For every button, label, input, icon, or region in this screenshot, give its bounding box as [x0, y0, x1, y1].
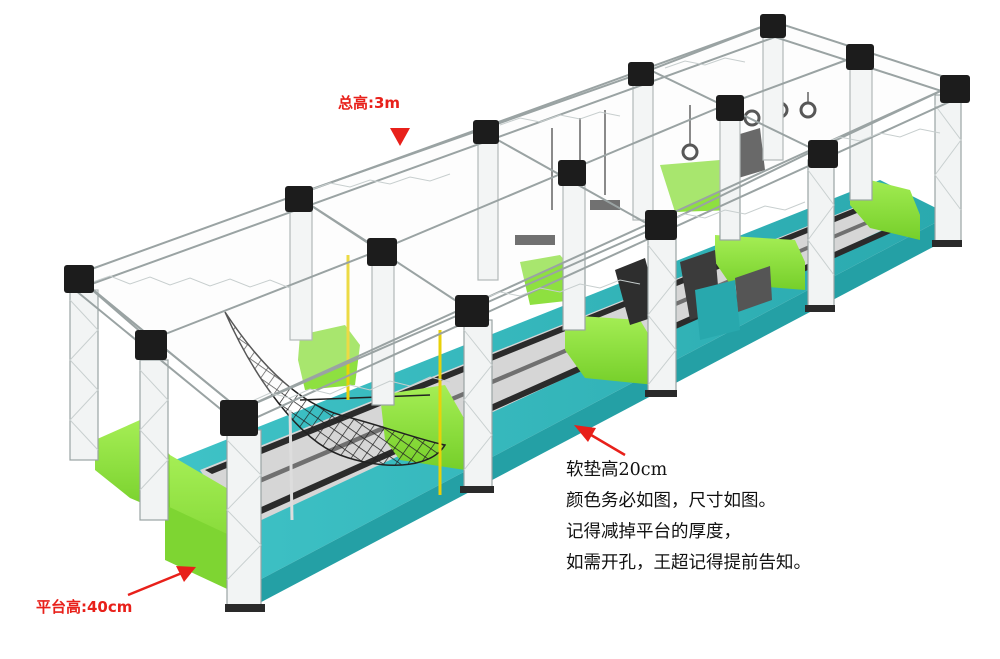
truss-lattice [89, 57, 941, 403]
platform-height-label: 平台高:40cm [36, 598, 133, 616]
note-line-color-size: 颜色务必如图，尺寸如图。 [566, 491, 776, 511]
pillar-cross-bracing [69, 104, 962, 581]
annotation-arrows [127, 128, 626, 597]
total-height-arrow-icon [390, 128, 410, 146]
notes-block: 软垫高20cm 颜色务必如图，尺寸如图。 记得减掉平台的厚度， 如需开孔，王超记… [566, 455, 811, 579]
truss-connectors [64, 14, 970, 436]
soft-mats [95, 160, 920, 595]
note-line-platform-thickness: 记得减掉平台的厚度， [566, 522, 741, 542]
note-line-mat-height: 软垫高20cm [566, 460, 668, 480]
mat-height-arrow-line [585, 430, 626, 457]
platform-height-arrow-icon [176, 566, 196, 582]
total-height-label: 总高:3m [338, 94, 401, 112]
note-line-drilling: 如需开孔，王超记得提前告知。 [566, 553, 811, 573]
pillar-footplates [225, 240, 962, 612]
mat-height-arrow-icon [574, 425, 596, 442]
platform-height-arrow-line [127, 571, 183, 597]
